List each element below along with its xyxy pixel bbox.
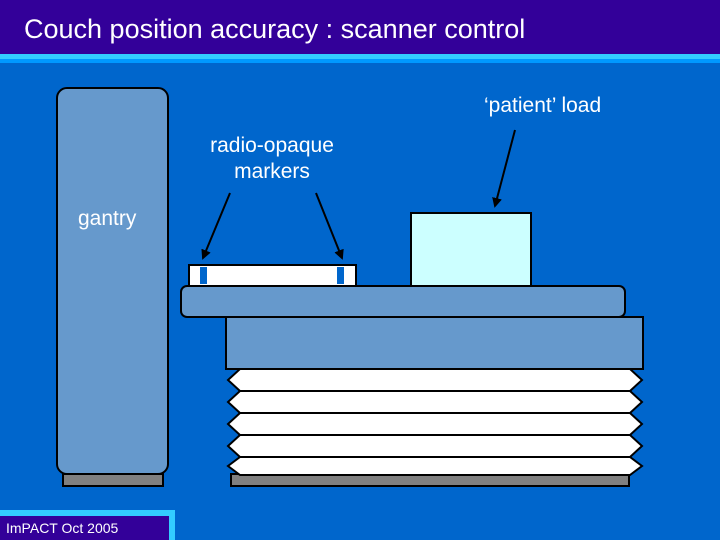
gantry-label: gantry	[78, 207, 137, 230]
bellows-fold	[226, 456, 644, 476]
bellows-fold	[226, 390, 644, 414]
arrow-to-left-marker	[201, 192, 231, 260]
footer-text: ImPACT Oct 2005	[6, 520, 119, 536]
bellows-fold	[226, 412, 644, 436]
title-rule-mid	[0, 59, 720, 63]
footer-box: ImPACT Oct 2005	[0, 516, 169, 540]
gantry-base	[62, 473, 164, 487]
arrow-to-right-marker	[315, 192, 344, 260]
couch-pedestal	[225, 316, 644, 370]
slide-title: Couch position accuracy : scanner contro…	[24, 14, 526, 44]
title-bar: Couch position accuracy : scanner contro…	[0, 0, 720, 54]
radio-opaque-marker-right	[337, 267, 344, 284]
footer: ImPACT Oct 2005	[0, 510, 175, 540]
title-rule-light	[0, 54, 720, 59]
bellows-fold	[226, 434, 644, 458]
markers-label: radio-opaque markers	[190, 133, 354, 185]
couch-top	[180, 285, 626, 318]
footer-accent-right	[169, 510, 175, 540]
bellows-fold	[226, 368, 644, 392]
patient-load-label: ‘patient’ load	[484, 94, 602, 117]
couch-bellows	[226, 368, 644, 476]
arrow-to-patient-load	[492, 129, 516, 208]
footer-accent-top	[0, 510, 175, 516]
markers-label-line1: radio-opaque	[210, 134, 334, 157]
marker-plate	[188, 264, 357, 287]
radio-opaque-marker-left	[200, 267, 207, 284]
gantry	[56, 87, 169, 475]
patient-load	[410, 212, 532, 287]
markers-label-line2: markers	[234, 160, 310, 183]
